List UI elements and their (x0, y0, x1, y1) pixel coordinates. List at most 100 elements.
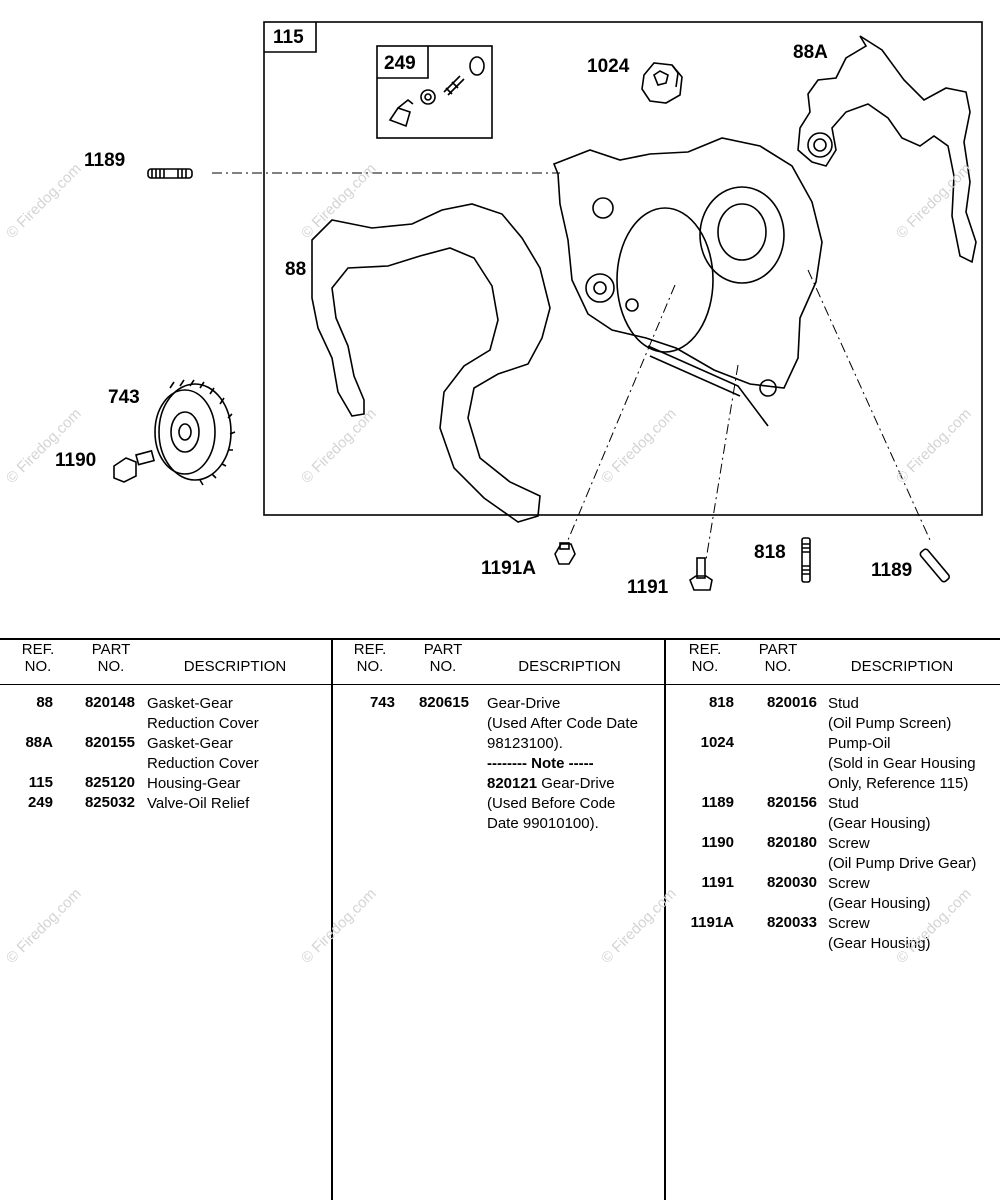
description-line: (Oil Pump Screen) (828, 715, 952, 732)
header-description: DESCRIPTION (850, 658, 954, 675)
relief-valve-box (376, 45, 493, 139)
table-row: 1191A 820033 Screw (Gear Housing) (665, 914, 1000, 954)
part-number: 820156 (766, 794, 817, 811)
description-line: Pump-Oil (828, 735, 891, 752)
header-part: PART (758, 641, 798, 658)
column-header: REF. NO. PART NO. DESCRIPTION (332, 638, 664, 685)
callout-88a: 88A (793, 42, 828, 63)
ref-number: 1191A (690, 914, 734, 931)
header-ref-no: NO. (24, 658, 52, 675)
ref-number: 743 (369, 694, 395, 711)
description-line: (Oil Pump Drive Gear) (828, 855, 977, 872)
description-line: Gasket-Gear (147, 735, 233, 752)
stud-1189-right-icon (919, 548, 950, 583)
part-number: 820033 (766, 914, 817, 931)
ref-number: 1191 (701, 874, 734, 891)
callout-1190: 1190 (55, 450, 97, 471)
exploded-parts-diagram: 115 249 1024 88A 1189 88 743 1190 1191A … (55, 21, 983, 598)
header-part: PART (423, 641, 463, 658)
part-number: 820615 (418, 694, 469, 711)
description-line: Reduction Cover (147, 715, 259, 732)
gasket-88a-icon (797, 35, 977, 264)
part-number: 825032 (84, 794, 135, 811)
housing-assembly-frame (263, 21, 983, 516)
housing-label-box (264, 22, 317, 53)
callout-249: 249 (384, 53, 416, 74)
callout-1189-left: 1189 (84, 150, 126, 171)
ref-number: 88A (25, 734, 53, 751)
description-line: (Sold in Gear Housing (828, 755, 976, 772)
header-part-no: NO. (97, 658, 125, 675)
header-ref: REF. (688, 641, 722, 658)
ref-number: 115 (28, 774, 53, 791)
callout-1191a: 1191A (481, 558, 536, 579)
table-row: 115 825120 Housing-Gear (0, 774, 331, 794)
column-header: REF. NO. PART NO. DESCRIPTION (0, 638, 331, 685)
description-line: Screw (828, 915, 870, 932)
note-label: -------- Note ----- (487, 755, 594, 772)
part-description: Screw (Gear Housing) (828, 914, 1000, 954)
ref-number: 249 (27, 794, 53, 811)
description-line: (Gear Housing) (828, 935, 931, 952)
header-description: DESCRIPTION (183, 658, 287, 675)
part-description: Stud (Gear Housing) (828, 794, 1000, 834)
description-line: Gear-Drive (487, 695, 561, 712)
description-line: (Gear Housing) (828, 895, 931, 912)
diagram-drawing (113, 21, 983, 591)
part-number: 820155 (84, 734, 135, 751)
description-line: Stud (828, 795, 859, 812)
header-description: DESCRIPTION (518, 658, 621, 675)
header-part-no: NO. (429, 658, 457, 675)
description-line: Only, Reference 115) (828, 775, 969, 792)
description-line: Housing-Gear (147, 775, 241, 792)
supersession-note: -------- Note ----- 820121 Gear-Drive (U… (487, 754, 615, 834)
description-line: (Gear Housing) (828, 815, 931, 832)
stud-818-icon (801, 537, 811, 583)
note-desc-0: Gear-Drive (541, 775, 615, 792)
note-desc-1: (Used Before Code (487, 795, 616, 812)
description-line: 98123100). (487, 735, 563, 752)
header-ref: REF. (21, 641, 55, 658)
part-description: Valve-Oil Relief (147, 794, 331, 814)
screw-1190-icon (113, 449, 156, 483)
screw-1191a-icon (554, 542, 576, 565)
part-number: 820030 (766, 874, 817, 891)
table-row: 743 820615 Gear-Drive(Used After Code Date… (332, 694, 664, 754)
table-row: 249 825032 Valve-Oil Relief (0, 794, 331, 814)
ref-number: 1190 (701, 834, 734, 851)
part-description: Screw (Oil Pump Drive Gear) (828, 834, 1000, 874)
part-number: 820148 (84, 694, 135, 711)
column-header: REF. NO. PART NO. DESCRIPTION (665, 638, 1000, 685)
stud-1189-left-icon (147, 168, 193, 179)
ref-number: 1024 (700, 734, 734, 751)
callout-743: 743 (108, 387, 140, 408)
callout-818: 818 (754, 542, 786, 563)
gasket-88-icon (311, 203, 551, 523)
description-line: Screw (828, 835, 870, 852)
screw-1191-icon (689, 557, 713, 591)
drive-gear-icon (154, 379, 236, 486)
header-ref: REF. (353, 641, 387, 658)
callout-1191: 1191 (627, 577, 669, 598)
gear-housing-icon (552, 137, 823, 389)
note-part-number: 820121 (487, 775, 538, 792)
part-number: 825120 (84, 774, 135, 791)
part-description: Housing-Gear (147, 774, 331, 794)
header-part-no: NO. (764, 658, 792, 675)
header-ref-no: NO. (691, 658, 719, 675)
